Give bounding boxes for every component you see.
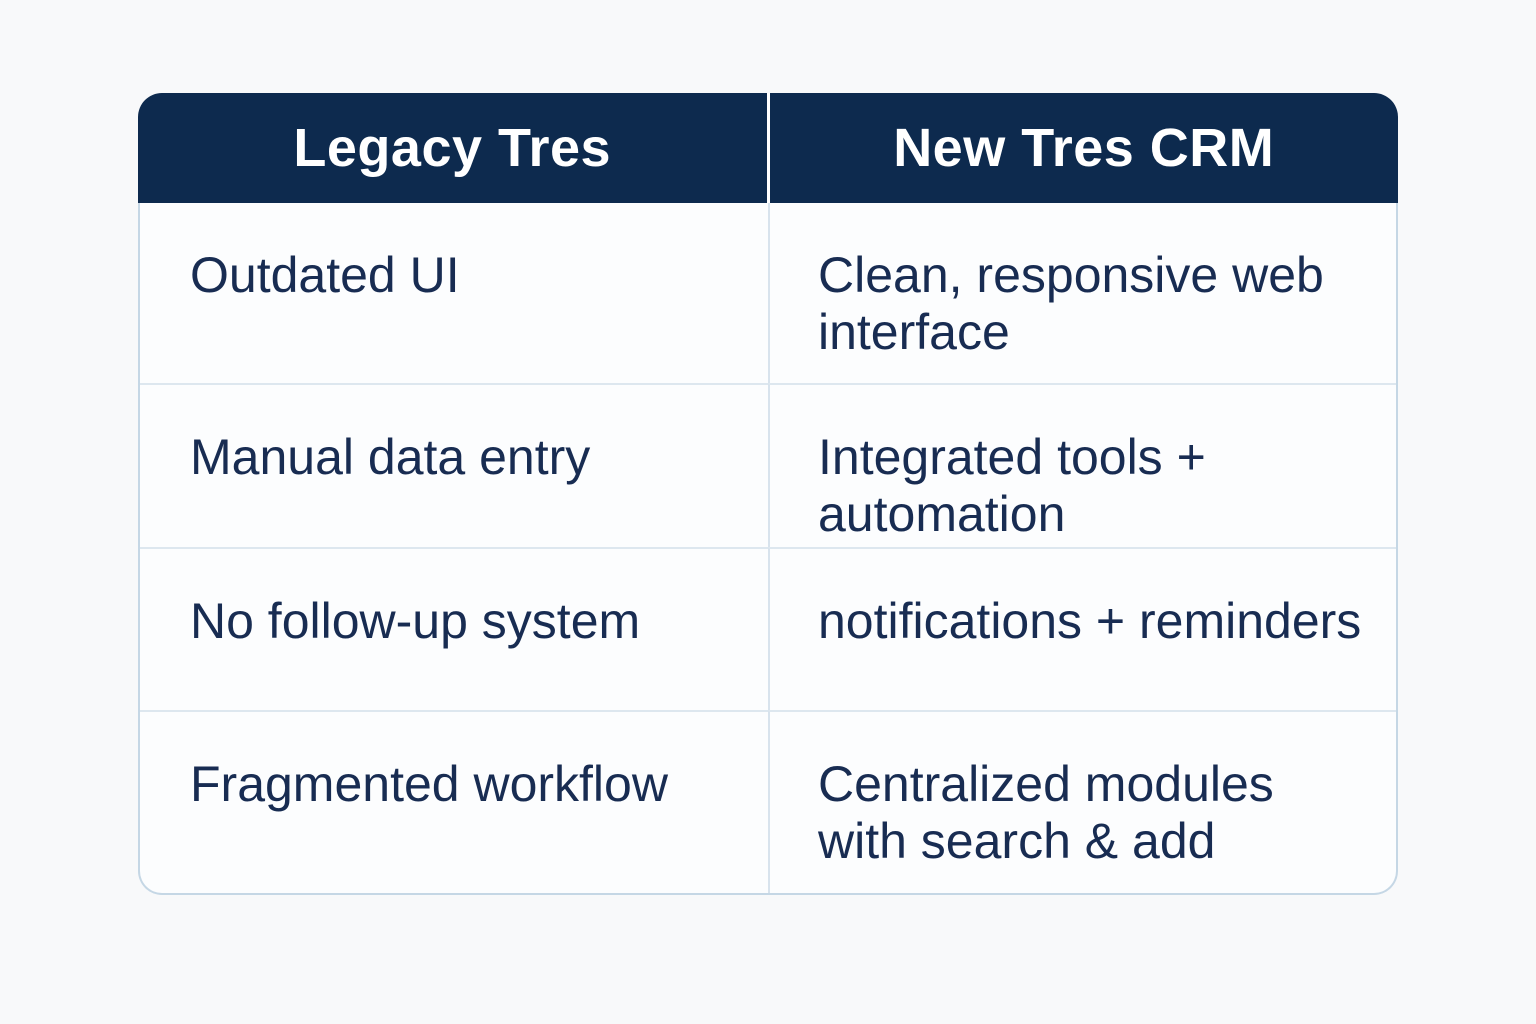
cell-new-clean-interface: Clean, responsive web interface (768, 203, 1396, 383)
header-cell-legacy-tres: Legacy Tres (138, 93, 767, 203)
cell-new-integrated-tools: Integrated tools + automation (768, 383, 1396, 547)
cell-legacy-no-follow-up: No follow-up system (140, 547, 768, 710)
table-body: Outdated UI Clean, responsive web interf… (138, 203, 1398, 895)
table-header-row: Legacy Tres New Tres CRM (138, 93, 1398, 203)
header-column-divider (766, 93, 770, 203)
cell-legacy-manual-data-entry: Manual data entry (140, 383, 768, 547)
comparison-table: Legacy Tres New Tres CRM Outdated UI Cle… (138, 93, 1398, 895)
cell-new-centralized-modules: Centralized modules with search & add (768, 710, 1396, 893)
header-label: Legacy Tres (293, 118, 612, 178)
cell-legacy-fragmented-workflow: Fragmented workflow (140, 710, 768, 893)
cell-legacy-outdated-ui: Outdated UI (190, 247, 460, 303)
header-cell-new-tres-crm: New Tres CRM (770, 93, 1399, 203)
header-label: New Tres CRM (893, 118, 1275, 178)
cell-new-notifications: notifications + reminders (768, 547, 1396, 710)
